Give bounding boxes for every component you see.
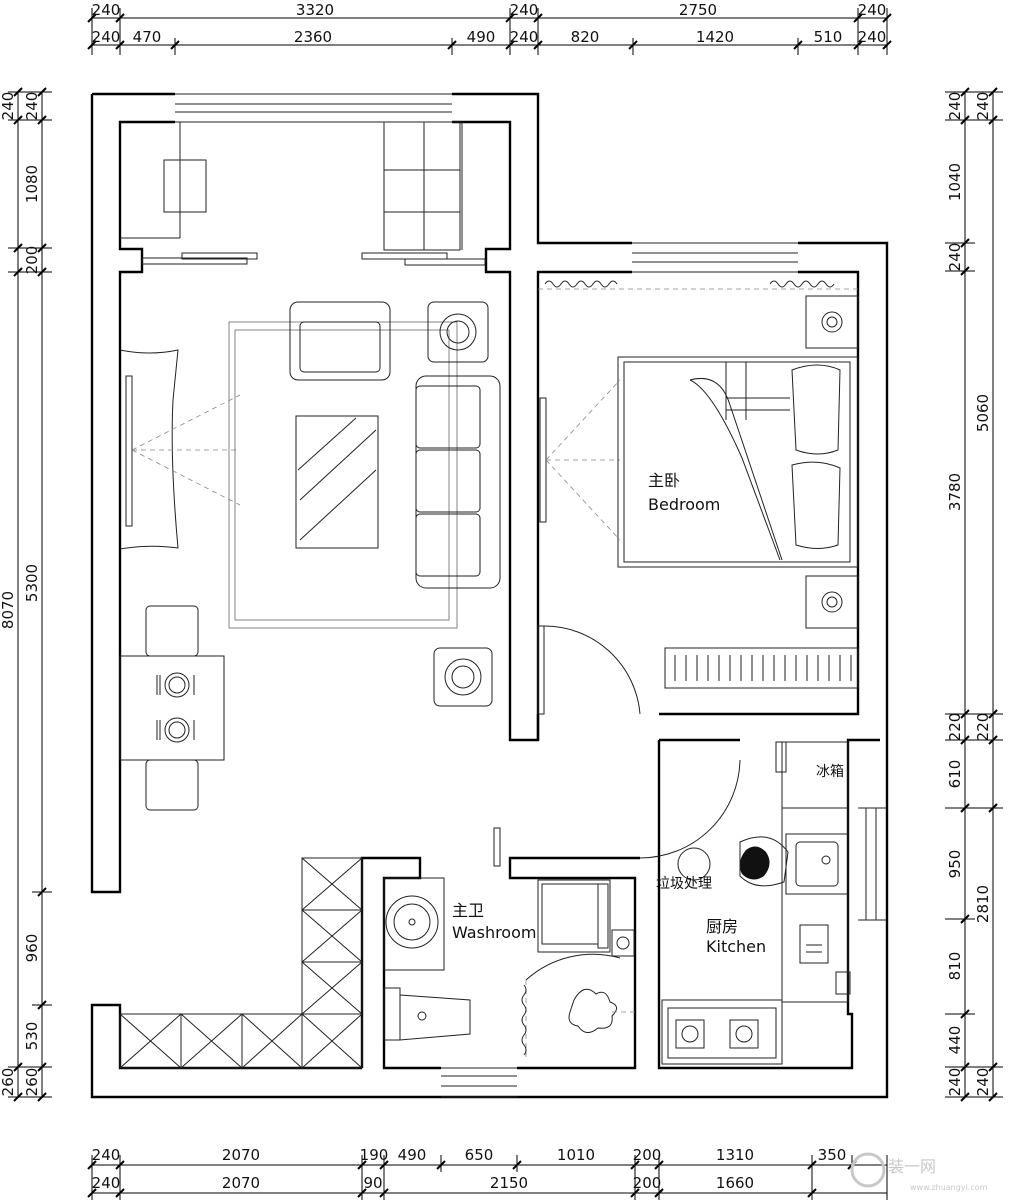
dim-top-inner-3: 2360 (294, 28, 332, 46)
dim-top-outer-3: 240 (510, 1, 539, 19)
dim-right-5: 3780 (946, 473, 964, 511)
watermark-url: www.zhuangyi.com (910, 1183, 988, 1192)
balcony (120, 121, 486, 266)
left-dimensions: 240 240 1080 200 5300 960 530 260 260 80… (0, 87, 52, 1102)
dim-top-inner-8: 510 (814, 28, 843, 46)
dim-bottom-outer-1: 240 (92, 1174, 121, 1192)
storage-cabinets (119, 857, 363, 1069)
dim-right-3: 1040 (946, 163, 964, 201)
bedroom-label-en: Bedroom (648, 495, 720, 514)
dim-left-6: 960 (23, 934, 41, 963)
dim-bottom-inner-2: 2070 (222, 1146, 260, 1164)
dim-right-7: 220 (974, 713, 992, 742)
fridge-label: 冰箱 (816, 764, 844, 780)
dim-top-inner-4: 490 (467, 28, 496, 46)
dim-left-2: 240 (23, 92, 41, 121)
dim-left-9: 260 (23, 1068, 41, 1097)
right-dimensions: 240 240 1040 240 3780 220 220 610 950 81… (945, 87, 1003, 1102)
dim-top-inner-5: 240 (510, 28, 539, 46)
dim-left-7: 530 (23, 1022, 41, 1051)
dim-left-8: 260 (0, 1068, 17, 1097)
dim-right-total-1: 5060 (974, 394, 992, 432)
watermark-text: 装一网 (888, 1157, 936, 1176)
dim-right-total-2: 2810 (974, 885, 992, 923)
kitchen-label-cn: 厨房 (706, 917, 738, 936)
dim-top-inner-2: 470 (133, 28, 162, 46)
dim-left-total: 8070 (0, 591, 17, 629)
dim-top-outer-2: 3320 (296, 1, 334, 19)
dim-left-5: 5300 (23, 564, 41, 602)
dim-right-11: 440 (946, 1026, 964, 1055)
dim-left-3: 1080 (23, 165, 41, 203)
kitchen-label-en: Kitchen (706, 937, 766, 956)
dim-bottom-outer-2: 2070 (222, 1174, 260, 1192)
dim-bottom-inner-4: 490 (398, 1146, 427, 1164)
dim-top-inner-7: 1420 (696, 28, 734, 46)
dim-right-8: 610 (946, 760, 964, 789)
dim-right-12: 240 (946, 1068, 964, 1097)
dim-bottom-inner-5: 650 (465, 1146, 494, 1164)
dim-bottom-inner-7: 200 (633, 1146, 662, 1164)
dim-right-9: 950 (946, 850, 964, 879)
dim-bottom-outer-6: 1660 (716, 1174, 754, 1192)
dim-bottom-outer-5: 200 (633, 1174, 662, 1192)
bottom-dimensions: 240 2070 190 490 650 1010 200 1310 350 2… (87, 1146, 888, 1200)
dim-left-4: 200 (23, 246, 41, 275)
bathroom: 主卫 Washroom (383, 827, 635, 1060)
dim-bottom-inner-9: 350 (818, 1146, 847, 1164)
bathroom-label-cn: 主卫 (452, 901, 484, 920)
dim-top-inner-6: 820 (571, 28, 600, 46)
dim-right-13: 240 (974, 1068, 992, 1097)
walls (90, 92, 889, 1099)
dim-bottom-outer-4: 2150 (490, 1174, 528, 1192)
dim-top-inner-1: 240 (92, 28, 121, 46)
dim-right-2: 240 (974, 92, 992, 121)
bedroom-label-cn: 主卧 (648, 471, 680, 490)
dim-bottom-inner-1: 240 (92, 1146, 121, 1164)
dim-bottom-inner-8: 1310 (716, 1146, 754, 1164)
bedroom: 主卧 Bedroom (537, 280, 859, 715)
dim-right-6: 220 (946, 713, 964, 742)
dim-right-10: 810 (946, 952, 964, 981)
dim-top-outer-5: 240 (858, 1, 887, 19)
dim-top-inner-9: 240 (858, 28, 887, 46)
trash-label: 垃圾处理 (656, 876, 712, 892)
dim-bottom-inner-3: 190 (360, 1146, 389, 1164)
dim-right-4: 240 (946, 243, 964, 272)
top-dimensions: 240 3320 240 2750 240 240 470 2360 490 2… (87, 1, 892, 55)
bathroom-label-en: Washroom (452, 923, 536, 942)
dim-bottom-outer-3: 90 (363, 1174, 382, 1192)
dim-bottom-inner-6: 1010 (557, 1146, 595, 1164)
dim-left-1: 240 (0, 92, 17, 121)
watermark-logo-icon (850, 1152, 886, 1188)
dim-top-outer-1: 240 (92, 1, 121, 19)
dim-top-outer-4: 2750 (679, 1, 717, 19)
watermark: 装一网 www.zhuangyi.com (850, 1152, 988, 1192)
kitchen: 冰箱 垃圾处理 厨房 Kitchen (639, 741, 851, 1065)
dim-right-1: 240 (946, 92, 964, 121)
living-room (119, 301, 501, 811)
